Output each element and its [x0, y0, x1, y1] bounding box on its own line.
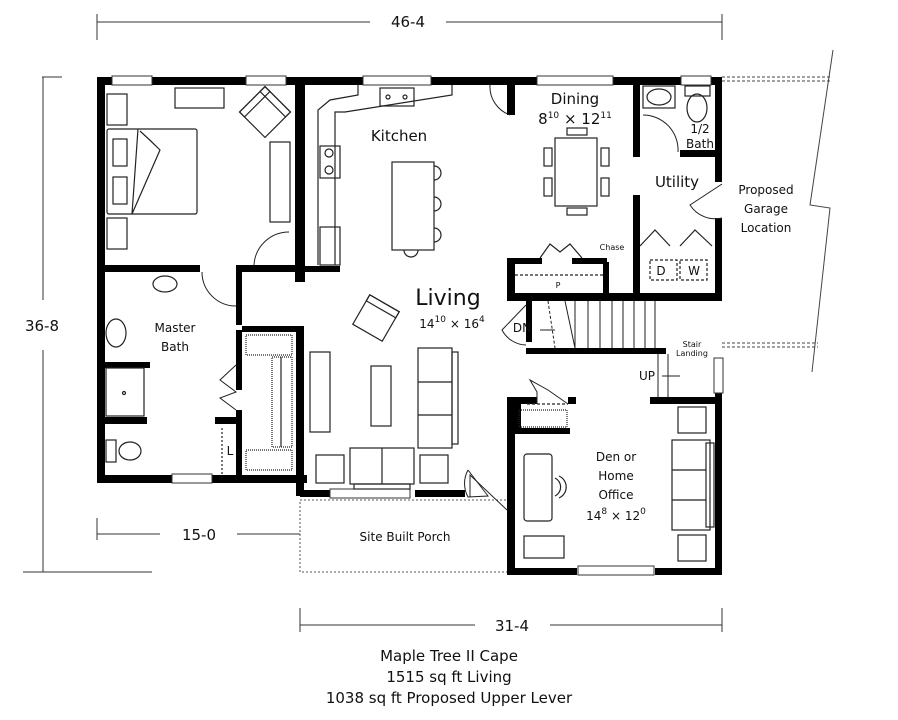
room-den-1: Den or [596, 450, 636, 464]
garage-line-2: Garage [744, 202, 788, 216]
label-up: UP [639, 369, 655, 383]
label-linen: L [227, 444, 234, 458]
label-stair-landing-1: Stair [683, 340, 702, 349]
room-master-bath-1: Master [155, 321, 196, 335]
label-chase: Chase [600, 243, 625, 252]
room-utility: Utility [655, 173, 699, 191]
dim-overall-depth: 36-8 [25, 317, 59, 335]
dim-left-offset: 15-0 [182, 526, 216, 544]
plan-title: Maple Tree II Cape [380, 647, 518, 665]
label-dryer: D [656, 264, 665, 278]
room-living-size: 1410 × 164 [419, 315, 485, 331]
label-washer: W [688, 264, 700, 278]
windows [111, 75, 724, 576]
room-porch: Site Built Porch [360, 530, 451, 544]
label-pantry: P [556, 281, 561, 290]
label-down: DN [513, 321, 531, 335]
dimension-lines [23, 14, 723, 632]
room-dining-size: 810 × 1211 [538, 110, 612, 128]
room-den-3: Office [598, 488, 633, 502]
dim-front-width: 31-4 [495, 617, 529, 635]
plan-caption: Maple Tree II Cape 1515 sq ft Living 103… [0, 646, 898, 709]
room-half-bath-2: Bath [686, 137, 714, 151]
plan-upper-level: 1038 sq ft Proposed Upper Lever [325, 689, 573, 707]
garage-line-3: Location [741, 221, 792, 235]
garage-outline [722, 49, 834, 373]
room-living: Living [415, 286, 480, 311]
plan-living-area: 1515 sq ft Living [386, 668, 512, 686]
room-kitchen: Kitchen [371, 127, 427, 145]
room-master-bath-2: Bath [161, 340, 189, 354]
label-stair-landing-2: Landing [676, 349, 708, 358]
garage-line-1: Proposed [738, 183, 793, 197]
room-den-size: 148 × 120 [586, 507, 646, 523]
room-dining: Dining [551, 90, 599, 108]
furniture [105, 84, 723, 562]
room-half-bath-1: 1/2 [690, 122, 709, 136]
room-den-2: Home [598, 469, 633, 483]
dim-overall-width: 46-4 [391, 13, 425, 31]
